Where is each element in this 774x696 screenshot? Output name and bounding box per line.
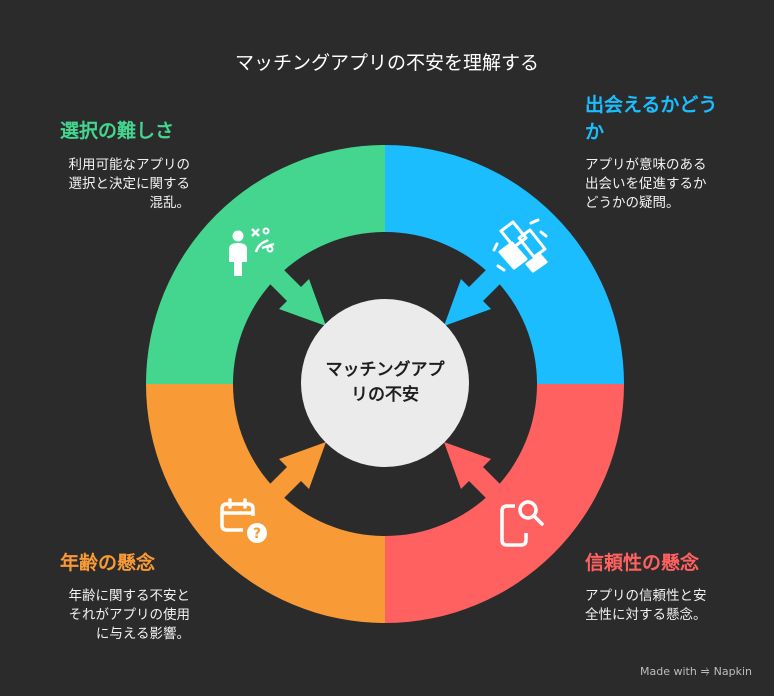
age-arrow [262,442,326,506]
age-desc-line: それがアプリの使用 [68,607,191,623]
choice-title: 選択の難しさ [60,120,175,142]
calendar-question-icon: ? [220,498,267,543]
page-title: マッチングアプリの不安を理解する [234,52,539,74]
trust-desc-line: アプリの信頼性と安 [585,588,707,604]
choice-arrow [262,262,326,326]
trust-segment [385,384,624,623]
trust-desc-line: 全性に対する懸念。 [585,607,707,623]
meeting-desc-line: 出会いを促進するか [585,176,707,192]
age-desc-line: に与える影響。 [95,626,190,642]
center-text: マッチングアプリの不安 [325,360,445,405]
center-circle [301,299,469,467]
svg-text:?: ? [253,526,261,542]
age-description: 年齢に関する不安と それがアプリの使用 に与える影響。 [0,587,191,644]
meeting-desc-line: アプリが意味のある [585,157,707,173]
choice-desc-line: 選択と決定に関する [68,176,191,192]
trust-description: アプリの信頼性と安 全性に対する懸念。 [585,587,707,625]
meeting-title-line: 出会えるかどう [585,94,718,116]
age-desc-line: 年齢に関する不安と [68,588,191,604]
choice-desc-line: 利用可能なアプリの [68,157,191,173]
phone-search-icon [500,500,544,547]
meeting-title: 出会えるかどう か [585,92,717,146]
meeting-desc-line: どうかの疑問。 [585,195,680,211]
person-decision-icon [229,227,275,276]
choice-desc-line: 混乱。 [149,195,191,211]
age-title: 年齢の懸念 [60,552,156,574]
meeting-segment [385,145,624,384]
trust-title: 信頼性の懸念 [585,552,700,574]
napkin-logo-icon: ⥤ [700,664,710,677]
choice-description: 利用可能なアプリの 選択と決定に関する 混乱。 [0,156,191,213]
meeting-title-line: か [585,121,605,143]
meeting-description: アプリが意味のある 出会いを促進するか どうかの疑問。 [585,156,707,213]
watermark: Made with ⥤ Napkin [640,664,752,678]
trust-arrow [444,442,508,506]
brand-label: Napkin [713,664,752,678]
meeting-arrow [444,262,508,326]
age-segment [146,384,385,623]
made-with-label: Made with [640,664,697,678]
handshake-icon [492,218,548,273]
choice-segment [146,145,385,384]
center-label: マッチングアプリの不安 [300,318,470,448]
